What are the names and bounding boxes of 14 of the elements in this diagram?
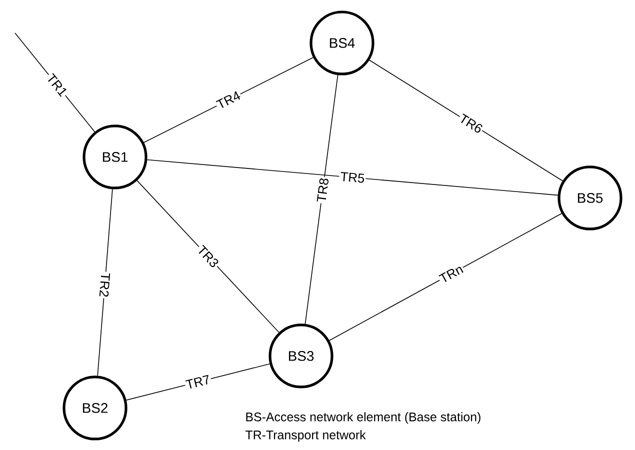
link-line bbox=[146, 159, 558, 196]
edge-label: TR7 bbox=[184, 373, 212, 390]
edge-label: TR5 bbox=[338, 170, 366, 184]
edge-label: TR4 bbox=[214, 89, 243, 111]
edge-label: TR2 bbox=[98, 271, 112, 299]
note-text: TR-Transport network bbox=[245, 430, 366, 442]
link-line bbox=[136, 180, 280, 333]
link-line bbox=[369, 60, 563, 182]
edge-label: TR8 bbox=[315, 176, 330, 204]
link-line bbox=[304, 74, 338, 324]
edge-label: TR6 bbox=[456, 112, 486, 136]
link-line bbox=[328, 213, 562, 341]
edge-label: TRn bbox=[437, 262, 466, 285]
note-text: BS-Access network element (Base station) bbox=[246, 412, 480, 424]
